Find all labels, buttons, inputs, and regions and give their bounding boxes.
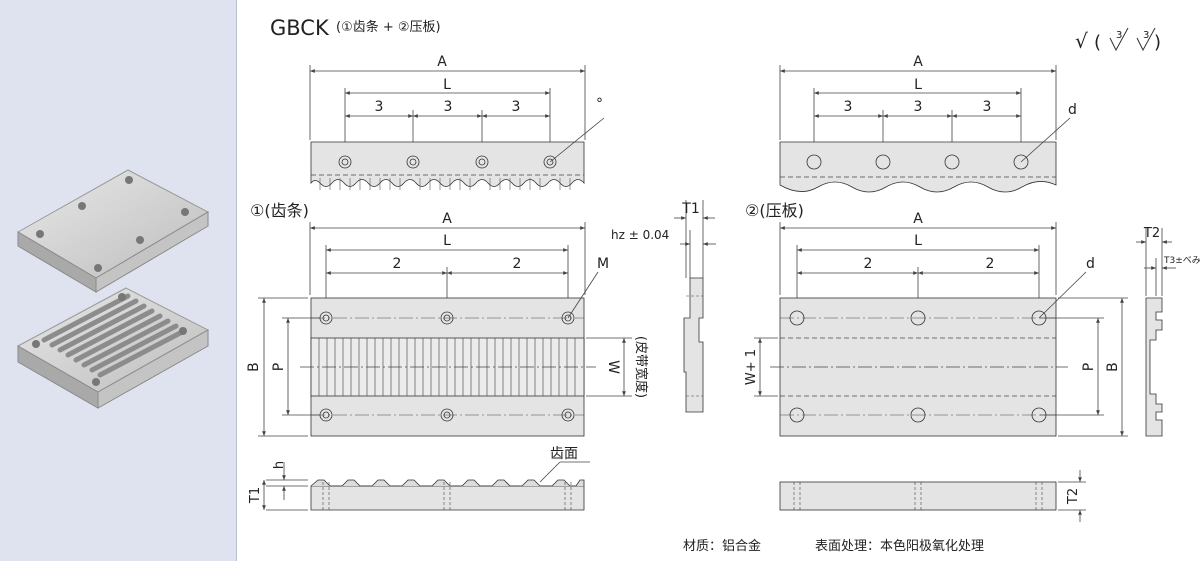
top-right-hole-label: d: [1068, 102, 1077, 118]
part2-dim-w1: W+ 1: [744, 349, 759, 385]
top-left-pitch-1: 3: [375, 99, 384, 115]
part2-label: ②(压板): [745, 201, 804, 220]
part2-dim-a: A: [913, 211, 923, 227]
part1-pitch-2: 2: [513, 256, 522, 272]
top-left-dim-a: A: [437, 54, 447, 70]
top-left-degree-mark: °: [596, 96, 603, 112]
finish-value-1: 3: [1116, 30, 1122, 41]
finish-close-paren: ): [1154, 32, 1161, 53]
part1-dim-t1: T1: [248, 487, 263, 504]
part1-hole-label: M: [597, 256, 609, 272]
side1-label-t1: T1: [681, 201, 699, 217]
drawing-subtitle: (①齿条 + ②压板): [336, 19, 441, 35]
finish-check-icon: √: [1075, 29, 1088, 53]
belt-width-note: (皮带宽度): [633, 336, 649, 398]
material-note: 材质：铝合金: [683, 538, 761, 554]
top-left-dim-l: L: [443, 77, 451, 93]
tooth-rack-photo: [16, 287, 210, 409]
side2-label-t2: T2: [1143, 226, 1160, 241]
finish-open-paren: (: [1094, 32, 1101, 53]
part1-dim-h: h: [272, 461, 287, 469]
part2-pitch-2: 2: [986, 256, 995, 272]
top-left-assembly-view: [309, 65, 605, 190]
pressure-plate-photo: [16, 169, 210, 293]
top-left-pitch-2: 3: [444, 99, 453, 115]
part2-dim-b: B: [1105, 362, 1121, 372]
part1-dim-w: W: [605, 360, 621, 374]
part2-pitch-1: 2: [864, 256, 873, 272]
product-photo: [16, 169, 210, 409]
part1-plan-view: [258, 222, 632, 437]
drawing-title: GBCK: [270, 16, 330, 40]
part2-dim-t2: T2: [1066, 488, 1081, 505]
part1-label: ①(齿条): [250, 201, 309, 220]
part2-dim-p: P: [1081, 363, 1097, 371]
part1-dim-a: A: [442, 211, 452, 227]
side1-hz-text: hz ± 0.04: [611, 228, 669, 242]
top-right-dim-a: A: [913, 54, 923, 70]
surface-treatment-note: 表面处理：本色阳极氧化处理: [815, 538, 984, 554]
top-right-plate-view: [779, 65, 1071, 193]
surface-finish-symbol: √ ( 3 3 ): [1075, 27, 1161, 53]
product-photo-panel: [0, 0, 237, 561]
part1-dim-b: B: [246, 362, 262, 372]
top-right-pitch-3: 3: [983, 99, 992, 115]
part2-elevation-view: [779, 470, 1086, 522]
part1-dim-p: P: [271, 363, 287, 371]
side-view-1: [674, 200, 716, 413]
top-right-pitch-2: 3: [914, 99, 923, 115]
part2-plan-view: [754, 222, 1128, 437]
side2-label-t3: T3±べみ: [1163, 255, 1200, 266]
top-right-pitch-1: 3: [844, 99, 853, 115]
part1-pitch-1: 2: [393, 256, 402, 272]
part1-elevation-view: [262, 461, 590, 511]
part1-dim-l: L: [443, 233, 451, 249]
side-view-2: [1136, 228, 1176, 437]
top-right-dim-l: L: [914, 77, 922, 93]
tooth-face-label: 齿面: [550, 446, 578, 462]
part2-hole-label: d: [1086, 256, 1095, 272]
finish-value-2: 3: [1143, 30, 1149, 41]
top-left-pitch-3: 3: [512, 99, 521, 115]
part2-dim-l: L: [914, 233, 922, 249]
